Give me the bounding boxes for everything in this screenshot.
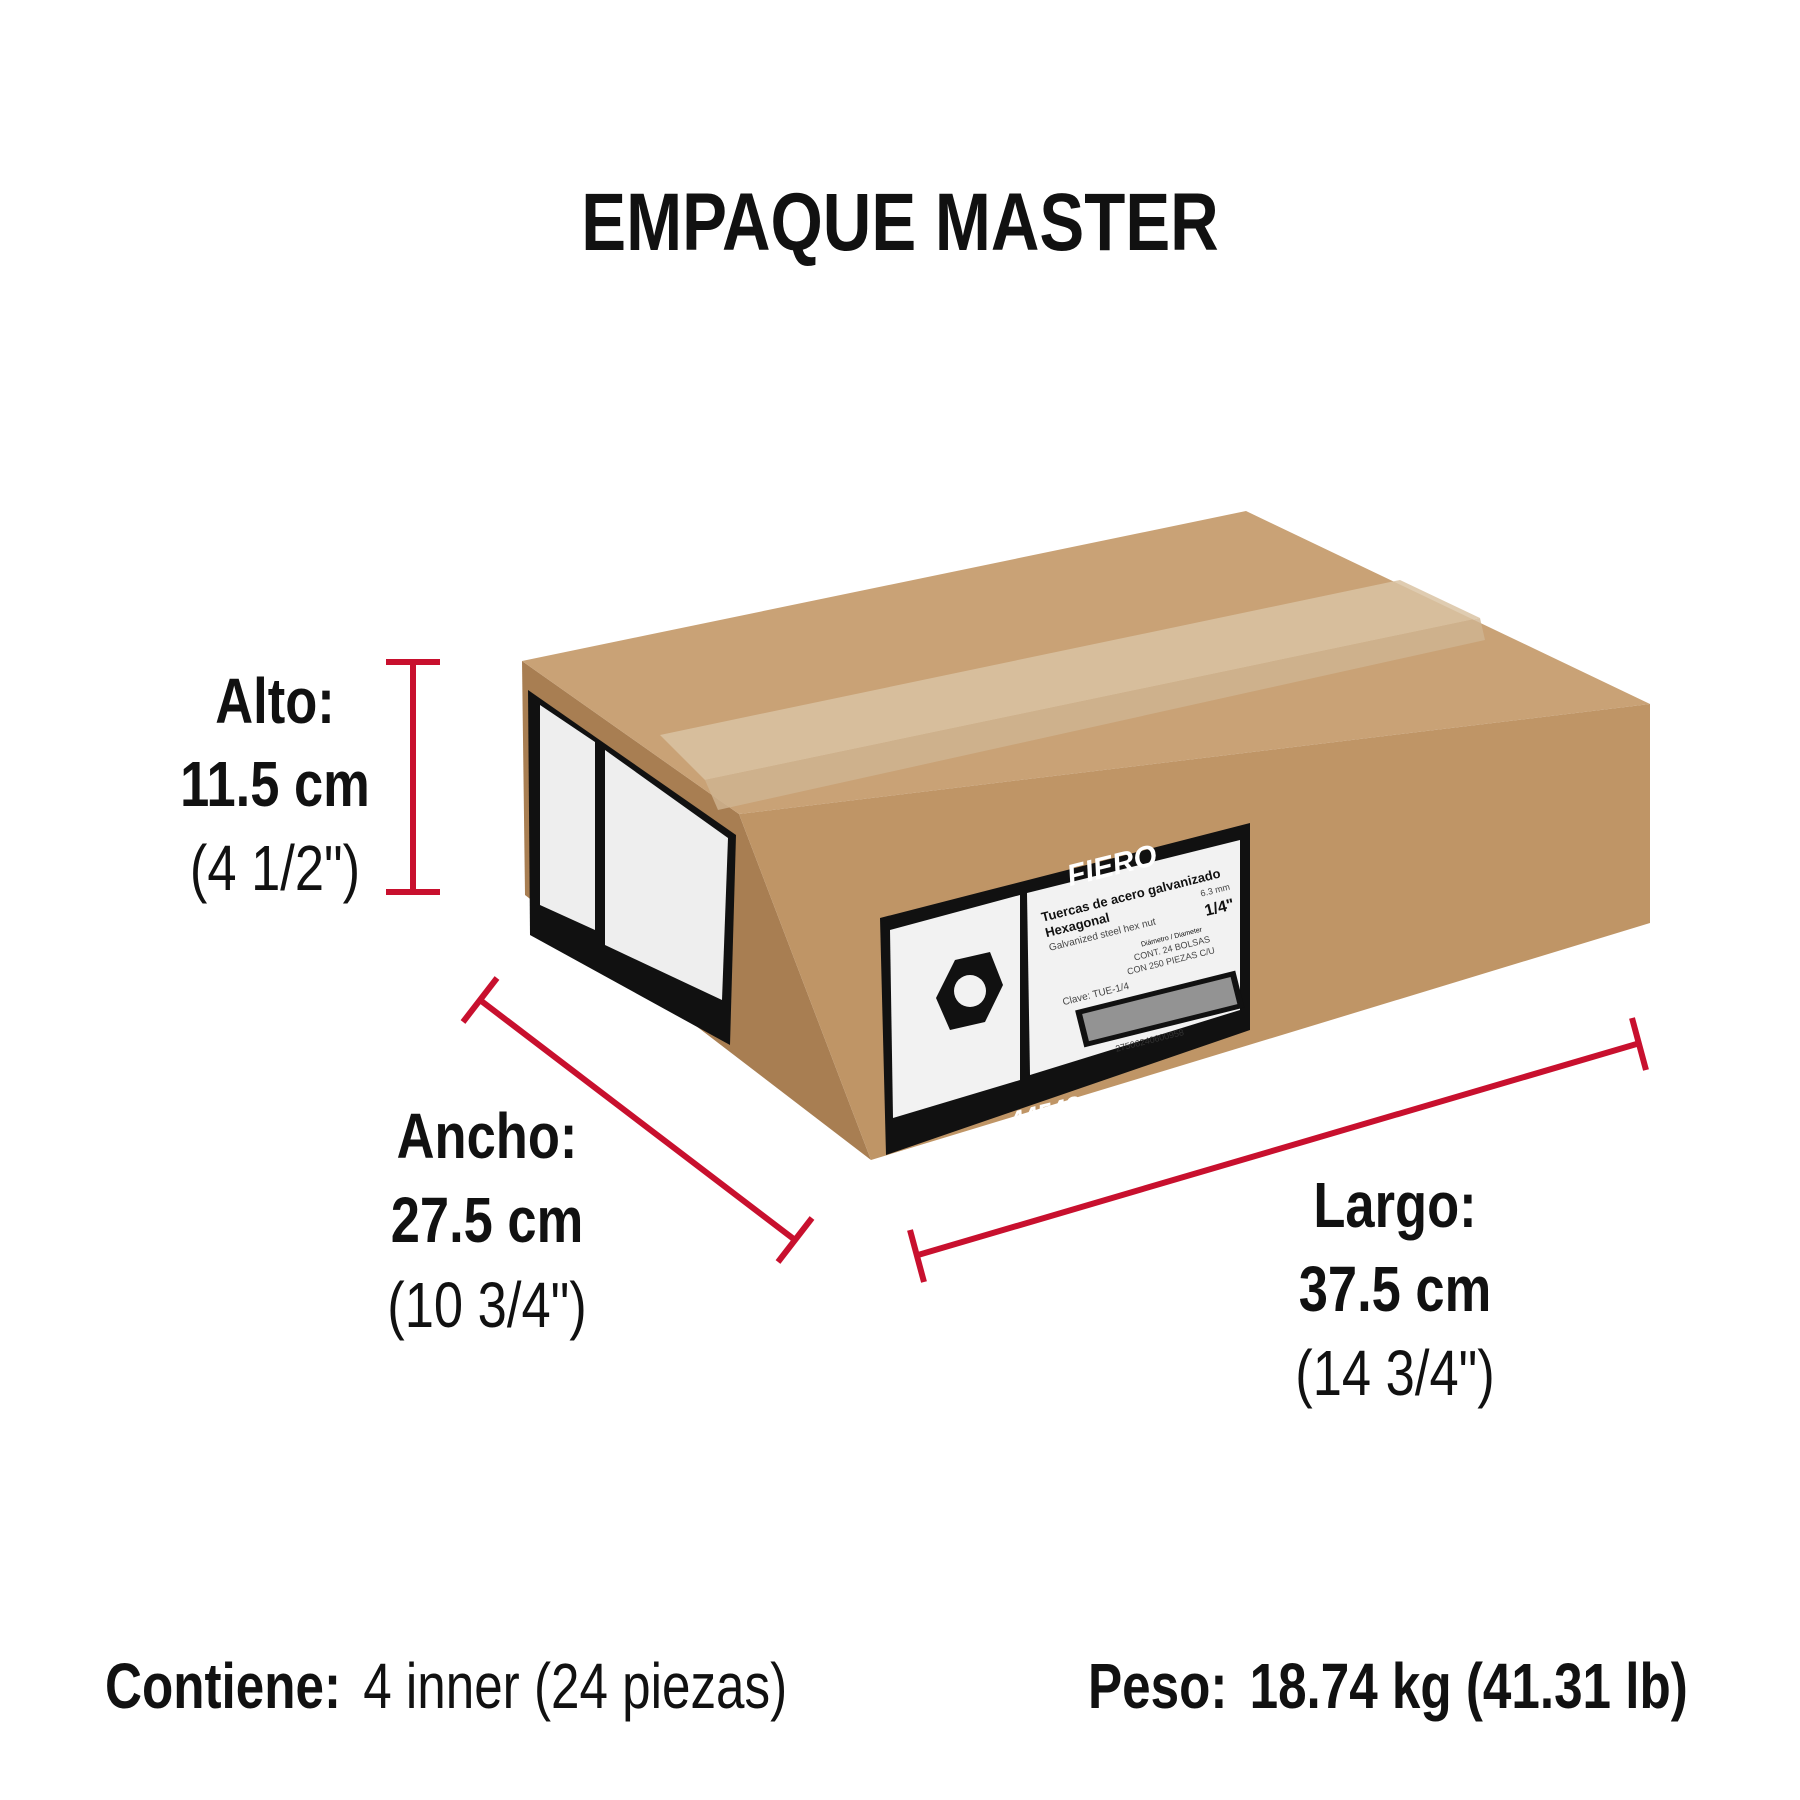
- largo-metric: 37.5 cm: [1299, 1254, 1492, 1325]
- contiene-label: Contiene:: [105, 1652, 341, 1723]
- ancho-imperial: (10 3/4"): [387, 1270, 586, 1341]
- width-dimension: Ancho: 27.5 cm (10 3/4"): [387, 1101, 586, 1341]
- width-dimension-line: [460, 976, 815, 1264]
- height-dimension: Alto: 11.5 cm (4 1/2"): [180, 666, 370, 904]
- contiene-value: 4 inner (24 piezas): [363, 1652, 787, 1723]
- alto-label: Alto:: [215, 666, 334, 737]
- alto-imperial: (4 1/2"): [190, 833, 360, 904]
- length-dimension: Largo: 37.5 cm (14 3/4"): [1295, 1170, 1494, 1409]
- label-size-in: 1/4": [1203, 896, 1236, 920]
- packing-tape: [660, 580, 1480, 780]
- ancho-metric: 27.5 cm: [391, 1185, 584, 1256]
- alto-metric: 11.5 cm: [180, 749, 370, 820]
- largo-imperial: (14 3/4"): [1295, 1338, 1494, 1409]
- svg-text:Peso: 18.74 kg (41.31 lb: Peso: 18.74 kg (41.31 lb): [1088, 1652, 1688, 1723]
- weight-info: Peso: 18.74 kg (41.31 lb): [1088, 1652, 1688, 1723]
- height-dimension-line: [386, 659, 440, 895]
- peso-label: Peso:: [1088, 1652, 1227, 1723]
- ancho-label: Ancho:: [397, 1101, 578, 1172]
- contents-info: Contiene: 4 inner (24 piezas): [105, 1652, 787, 1723]
- svg-text:Contiene: 4 inner (24 pi: Contiene: 4 inner (24 piezas): [105, 1652, 787, 1723]
- front-label: FIERO Tuercas de acero galvanizado Hexag…: [880, 823, 1250, 1155]
- largo-label: Largo:: [1313, 1170, 1476, 1241]
- cardboard-box: FIERO Tuercas de acero galvanizado Hexag…: [522, 511, 1650, 1160]
- peso-value: 18.74 kg (41.31 lb): [1250, 1652, 1688, 1723]
- length-dimension-line: [907, 1017, 1649, 1283]
- page-title: EMPAQUE MASTER: [581, 176, 1218, 268]
